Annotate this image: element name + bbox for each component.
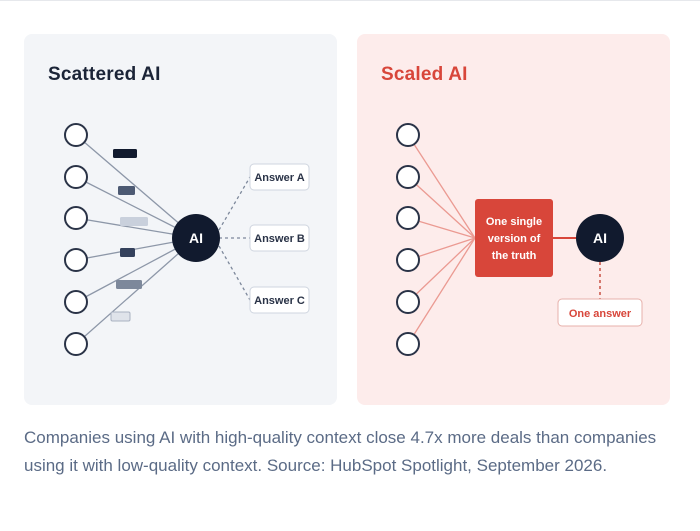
- source-node: [396, 290, 420, 314]
- data-chip-light: [120, 217, 148, 226]
- source-node: [396, 332, 420, 356]
- source-node: [396, 165, 420, 189]
- one-answer-label: One answer: [569, 308, 632, 320]
- source-nodes: [64, 123, 88, 356]
- source-node: [64, 123, 88, 147]
- source-node: [64, 165, 88, 189]
- scaled-ai-title: Scaled AI: [381, 64, 468, 85]
- answer-box-c: [249, 286, 310, 314]
- one-answer-box: [557, 298, 643, 327]
- source-node: [64, 206, 88, 230]
- truth-box: [475, 199, 553, 277]
- answer-c-label: Answer C: [254, 295, 305, 307]
- data-chip-outline: [110, 311, 131, 322]
- scattered-ai-title: Scattered AI: [48, 64, 161, 85]
- ai-node-label: AI: [593, 230, 607, 246]
- top-divider: [0, 0, 700, 1]
- answer-a-label: Answer A: [254, 172, 304, 184]
- source-nodes: [396, 123, 420, 356]
- scaled-ai-diagram: One single version of the truth AI One a…: [396, 123, 643, 356]
- scattered-ai-panel: Scattered AI: [24, 34, 337, 405]
- data-chip-medium: [118, 186, 135, 195]
- scattered-ai-diagram: AI Answer A Answer B Answer C: [64, 123, 310, 356]
- data-chip-dark-small: [120, 248, 135, 257]
- data-chip-dark: [113, 149, 137, 158]
- source-connectors: [407, 134, 476, 345]
- figure-caption: Companies using AI with high-quality con…: [24, 428, 657, 475]
- source-node: [396, 248, 420, 272]
- ai-node-label: AI: [189, 230, 203, 246]
- source-node: [64, 332, 88, 356]
- truth-box-line-3: the truth: [492, 250, 537, 262]
- source-node: [396, 123, 420, 147]
- source-node: [64, 290, 88, 314]
- ai-node: [576, 214, 624, 262]
- ai-node: [172, 214, 220, 262]
- answer-box-a: [249, 163, 310, 191]
- data-chip-gray: [116, 280, 142, 289]
- truth-box-line-2: version of: [488, 233, 541, 245]
- answer-box-b: [249, 224, 310, 252]
- answer-b-label: Answer B: [254, 233, 305, 245]
- truth-box-line-1: One single: [486, 216, 542, 228]
- source-node: [396, 206, 420, 230]
- answer-connectors: [218, 176, 251, 301]
- scaled-ai-panel: Scaled AI One single version of the trut…: [357, 34, 670, 405]
- source-node: [64, 248, 88, 272]
